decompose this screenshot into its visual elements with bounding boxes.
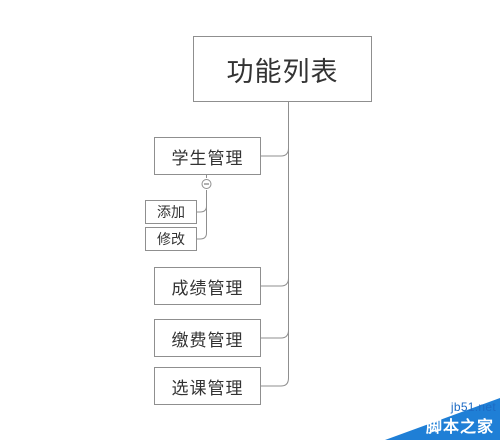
node-chengji-guanli[interactable]: 成绩管理 [154,267,261,305]
root-node-label: 功能列表 [226,56,339,88]
watermark-name: 脚本之家 [425,417,494,436]
trunk-line [261,102,289,387]
node-jiaofei-guanli[interactable]: 缴费管理 [154,319,261,357]
node-xuanke-guanli[interactable]: 选课管理 [154,367,261,405]
sub-branch-tianjia [197,190,207,213]
subnode-label: 添加 [157,205,185,221]
sub-branch-xiugai [197,206,207,240]
node-label: 成绩管理 [171,278,244,299]
branch-jiaofei [261,329,289,339]
watermark-triangle [385,398,500,440]
root-node[interactable]: 功能列表 [193,36,372,102]
watermark: jb51.net 脚本之家 [385,398,500,440]
node-label: 选课管理 [171,378,244,399]
subnode-label: 修改 [157,232,185,248]
branch-xuesheng [261,147,289,157]
subnode-xiugai[interactable]: 修改 [145,227,197,251]
node-label: 学生管理 [171,148,244,169]
subnode-tianjia[interactable]: 添加 [145,200,197,224]
node-xuesheng-guanli[interactable]: 学生管理 [154,137,261,175]
watermark-url: jb51.net [450,400,496,414]
node-label: 缴费管理 [171,330,244,351]
branch-chengji [261,277,289,287]
